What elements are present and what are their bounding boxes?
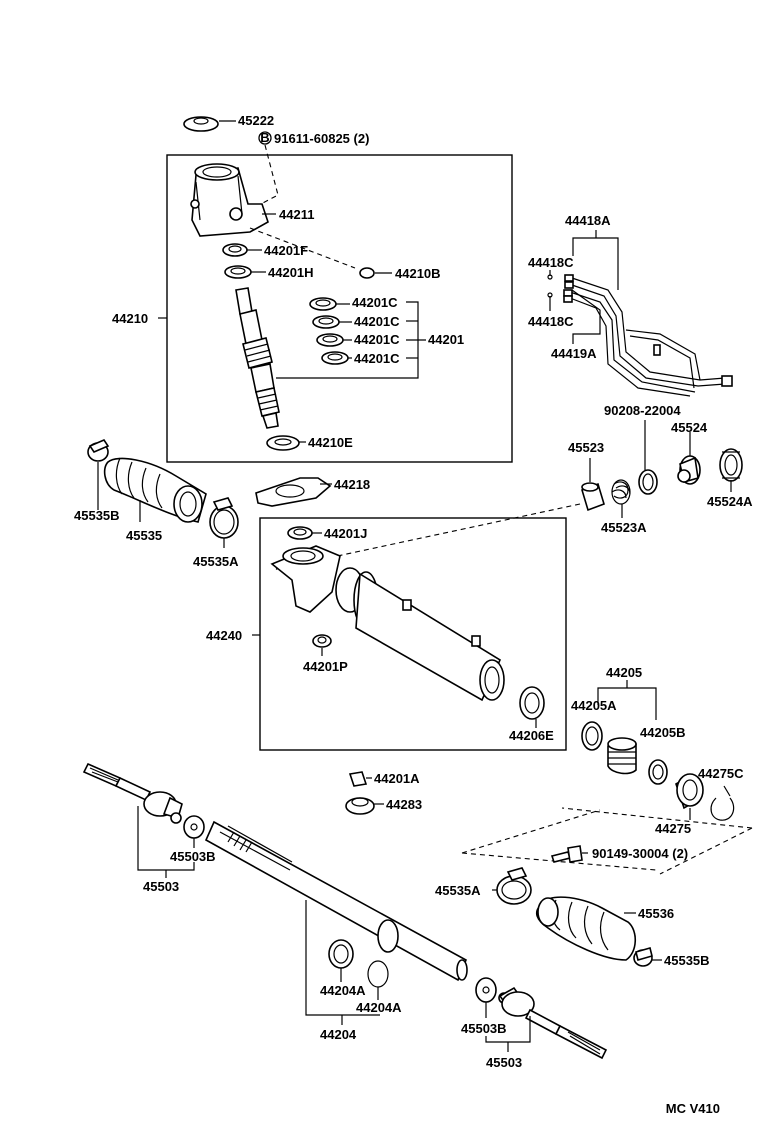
label-44419A: 44419A — [551, 346, 597, 361]
part-90149-bolt — [550, 845, 583, 863]
label-44275: 44275 — [655, 821, 691, 836]
rack-housing-box-44240 — [259, 517, 567, 751]
part-pinion-valve-shaft — [235, 287, 280, 429]
label-45503B-left: 45503B — [170, 849, 216, 864]
part-45503B-washer-left — [183, 815, 205, 839]
label-45503-right: 45503 — [486, 1055, 522, 1070]
label-44201: 44201 — [428, 332, 464, 347]
part-44204-rack — [204, 820, 468, 982]
label-44211: 44211 — [279, 207, 314, 222]
label-44275C: 44275C — [698, 766, 744, 781]
part-44201P-seal — [312, 634, 332, 648]
part-44240-rack-housing — [270, 545, 505, 702]
label-44240: 44240 — [206, 628, 242, 643]
part-45524A-lock-nut — [719, 448, 743, 482]
part-44201J-seal — [287, 526, 313, 540]
bolt-marker-b-icon — [258, 131, 272, 145]
label-45535: 45535 — [126, 528, 162, 543]
part-44210E-seal — [266, 435, 300, 451]
part-44218-gasket — [255, 477, 332, 507]
label-44201F: 44201F — [264, 243, 308, 258]
label-91611: 91611-60825 (2) — [274, 131, 369, 146]
label-44205A: 44205A — [571, 698, 617, 713]
label-44210E: 44210E — [308, 435, 353, 450]
part-44204A-seal-2 — [367, 960, 389, 988]
part-45503B-washer-right — [475, 977, 497, 1003]
label-45535B-right: 45535B — [664, 953, 710, 968]
label-44201H: 44201H — [268, 265, 314, 280]
part-44206E-seal — [519, 686, 545, 720]
part-45503-tie-rod-left — [82, 762, 183, 824]
label-44204A-2: 44204A — [356, 1000, 402, 1015]
label-44205B: 44205B — [640, 725, 686, 740]
part-45535B-clamp-right — [633, 947, 653, 967]
part-44275C-snap-ring — [710, 797, 735, 821]
part-44201C-seal-1 — [309, 297, 337, 311]
part-44211-valve-housing — [190, 163, 269, 237]
label-45523A: 45523A — [601, 520, 647, 535]
part-45536-boot — [535, 896, 637, 961]
part-45535B-clamp — [87, 439, 110, 462]
part-45503-tie-rod-right — [498, 986, 608, 1060]
label-45222: 45222 — [238, 113, 274, 128]
part-44201C-seal-3 — [316, 333, 344, 347]
label-44201P: 44201P — [303, 659, 348, 674]
bolt-marker-letter: B — [260, 130, 269, 145]
label-44201C-1: 44201C — [352, 295, 398, 310]
part-44275-bushing — [675, 773, 704, 810]
label-44418C-1: 44418C — [528, 255, 574, 270]
part-44201C-seal-2 — [312, 315, 340, 329]
label-45536: 45536 — [638, 906, 674, 921]
part-pressure-pipes — [547, 274, 733, 397]
part-90208-22004-oring — [638, 469, 658, 495]
label-44210B: 44210B — [395, 266, 441, 281]
label-90208-22004: 90208-22004 — [604, 403, 681, 418]
part-44205-bushing — [607, 737, 637, 775]
label-44204: 44204 — [320, 1027, 357, 1042]
part-45523A-spring — [611, 479, 631, 505]
label-44201J: 44201J — [324, 526, 367, 541]
part-44201C-seal-4 — [321, 351, 349, 365]
label-45524A: 45524A — [707, 494, 753, 509]
label-44204A-1: 44204A — [320, 983, 366, 998]
label-45523: 45523 — [568, 440, 604, 455]
part-44201A-nut — [348, 771, 368, 787]
part-44201H-seal — [224, 265, 252, 279]
part-44205A-ring — [581, 721, 603, 751]
part-45535-boot — [103, 457, 207, 523]
diagram-code: MC V410 — [665, 1101, 720, 1116]
part-44201F-seal — [222, 243, 248, 257]
label-45503B-right: 45503B — [461, 1021, 507, 1036]
housing-assembly-box-44210 — [166, 154, 513, 463]
part-45222-cap — [183, 116, 219, 132]
part-44204A-seal-1 — [328, 939, 354, 969]
label-44206E: 44206E — [509, 728, 554, 743]
label-44218: 44218 — [334, 477, 370, 492]
part-44205B-ring — [648, 759, 668, 785]
label-45535A-right: 45535A — [435, 883, 481, 898]
label-44210: 44210 — [112, 311, 148, 326]
label-45535A-left: 45535A — [193, 554, 239, 569]
label-44201C-3: 44201C — [354, 332, 400, 347]
label-44418A: 44418A — [565, 213, 611, 228]
label-44201C-2: 44201C — [354, 314, 400, 329]
label-90149-30004: 90149-30004 (2) — [592, 846, 688, 861]
part-45535A-clamp — [209, 497, 239, 539]
label-45535B-left: 45535B — [74, 508, 120, 523]
part-44283-plug — [345, 797, 375, 815]
label-44283: 44283 — [386, 797, 422, 812]
part-44210B-nut — [359, 267, 375, 279]
label-44201A: 44201A — [374, 771, 420, 786]
label-44201C-4: 44201C — [354, 351, 400, 366]
label-45524: 45524 — [671, 420, 708, 435]
label-44418C-2: 44418C — [528, 314, 574, 329]
label-45503-left: 45503 — [143, 879, 179, 894]
part-45523-rack-guide — [581, 482, 605, 512]
part-45524-adjusting-screw — [677, 455, 701, 485]
label-44205: 44205 — [606, 665, 642, 680]
part-45535A-clamp-right — [496, 867, 532, 905]
